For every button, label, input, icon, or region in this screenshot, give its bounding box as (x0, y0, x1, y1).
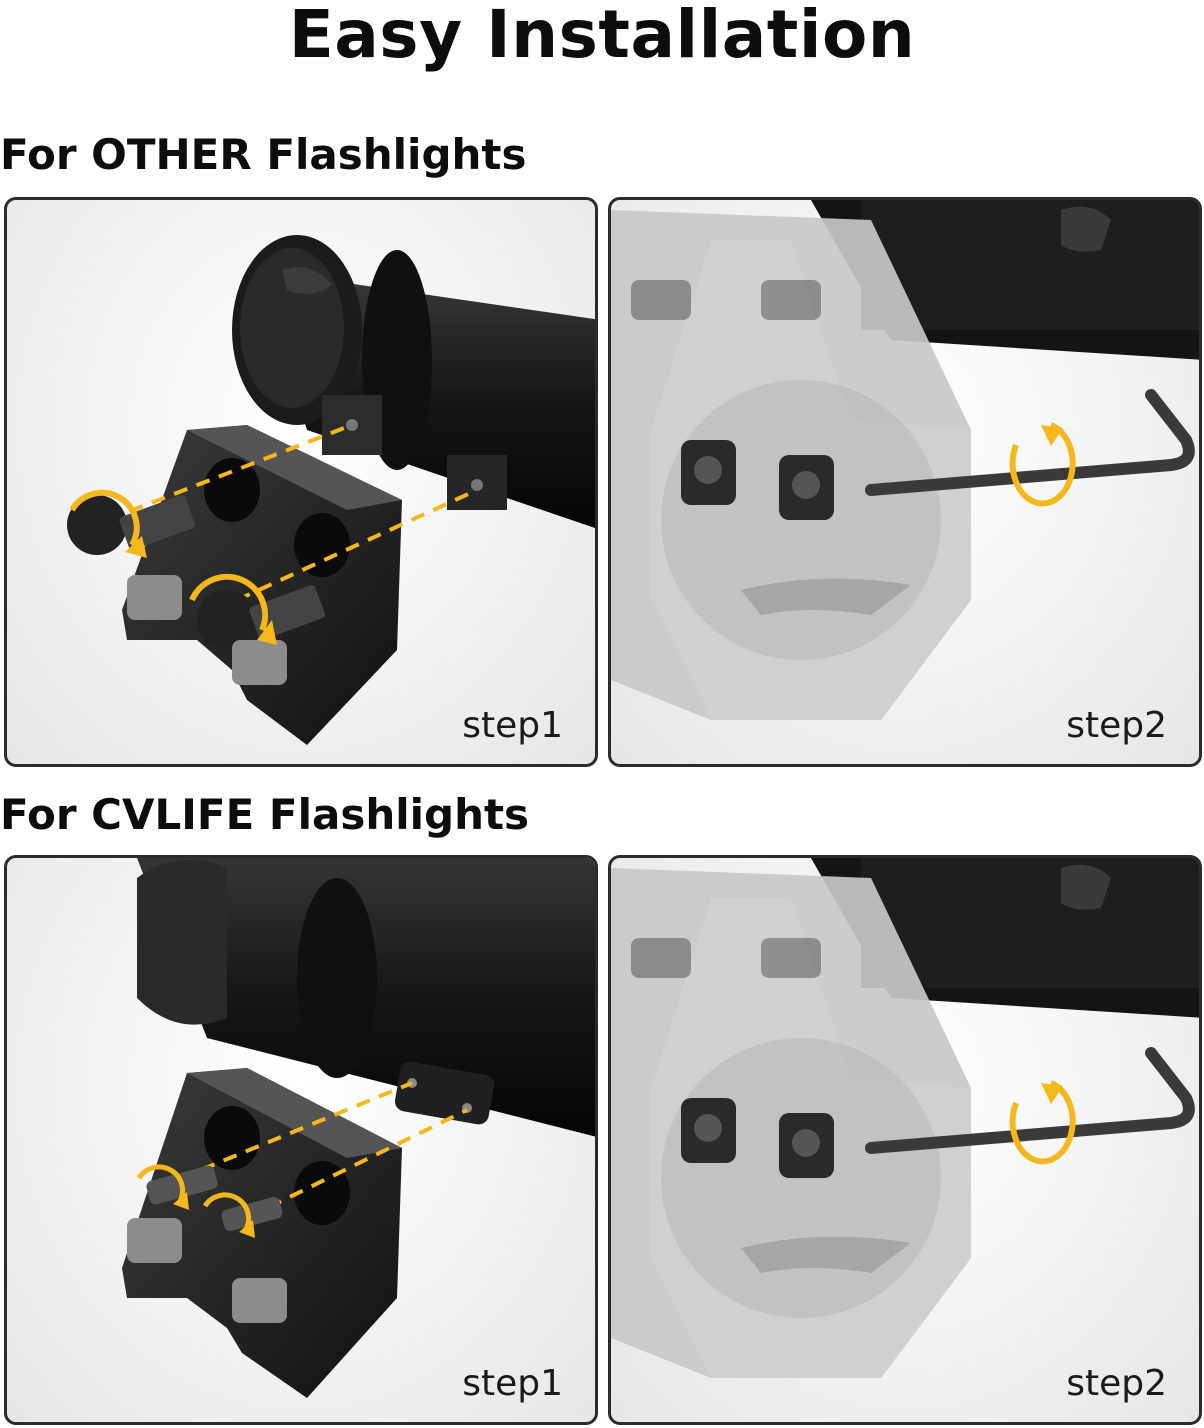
step-label: step2 (1066, 705, 1167, 746)
panel-cvlife-step1: step1 (4, 855, 598, 1425)
flashlight-icon (137, 858, 595, 1137)
rail-mounted-illustration (611, 200, 1199, 720)
rotate-arrow-icon (1009, 422, 1076, 507)
section-heading-other: For OTHER Flashlights (0, 130, 527, 179)
page-title: Easy Installation (288, 0, 916, 73)
mount-exploded-illustration (122, 858, 595, 1398)
panel-other-step2: step2 (608, 197, 1202, 767)
panel-other-step1: step1 (4, 197, 598, 767)
flashlight-icon (232, 235, 595, 528)
section-heading-cvlife: For CVLIFE Flashlights (0, 790, 530, 839)
t-nut-icon (681, 440, 834, 520)
rotate-arrow-icon (1009, 1080, 1076, 1165)
step-label: step1 (462, 1363, 563, 1404)
hex-key-icon (865, 1047, 1195, 1154)
rotate-arrow-icon (69, 489, 269, 632)
alignment-guide-icon (156, 1081, 468, 1220)
alignment-guide-icon (106, 423, 478, 602)
t-nut-icon (127, 1218, 287, 1323)
mount-plate-icon (122, 425, 402, 745)
rotate-arrow-icon (136, 1164, 252, 1233)
rail-mounted-illustration (611, 858, 1199, 1378)
mount-exploded-illustration (67, 235, 595, 745)
t-nut-icon (681, 1098, 834, 1178)
step-label: step2 (1066, 1363, 1167, 1404)
mount-plate-icon (122, 1068, 402, 1398)
panel-cvlife-step2: step2 (608, 855, 1202, 1425)
hex-key-icon (865, 389, 1195, 496)
step-label: step1 (462, 705, 563, 746)
t-nut-icon (127, 575, 287, 685)
